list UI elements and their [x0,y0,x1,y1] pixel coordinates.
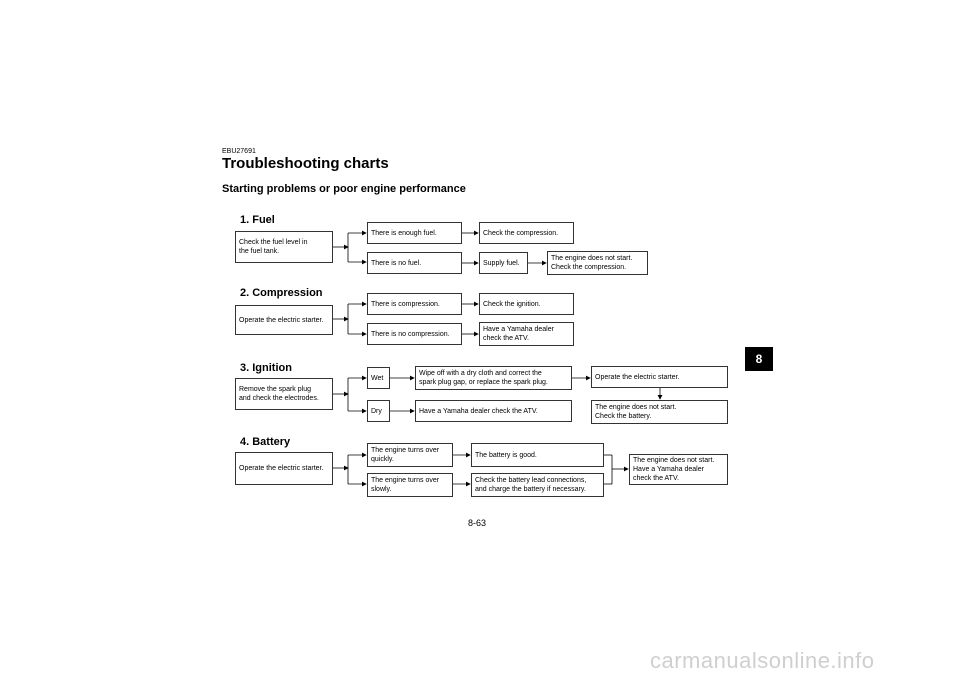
check-battery-leads-box: Check the battery lead connections, and … [471,473,604,497]
ignition-operate-starter-box: Operate the electric starter. [591,366,728,388]
page-subtitle: Starting problems or poor engine perform… [222,183,466,195]
wipe-plug-box: Wipe off with a dry cloth and correct th… [415,366,572,390]
compression-yes-box: There is compression. [367,293,462,315]
fuel-enough-box: There is enough fuel. [367,222,462,244]
turns-quickly-box: The engine turns over quickly. [367,443,453,467]
plug-dry-box: Dry [367,400,390,422]
fuel-none-box: There is no fuel. [367,252,462,274]
turns-slowly-box: The engine turns over slowly. [367,473,453,497]
section-heading-fuel: 1. Fuel [240,214,275,226]
ignition-start-box: Remove the spark plug and check the elec… [235,378,333,410]
section-heading-ignition: 3. Ignition [240,362,292,374]
battery-dealer-box: The engine does not start. Have a Yamaha… [629,454,728,485]
battery-good-box: The battery is good. [471,443,604,467]
section-heading-compression: 2. Compression [240,287,323,299]
compression-start-box: Operate the electric starter. [235,305,333,335]
battery-start-box: Operate the electric starter. [235,452,333,485]
compression-dealer-box: Have a Yamaha dealer check the ATV. [479,322,574,346]
ignition-check-battery-box: The engine does not start. Check the bat… [591,400,728,424]
fuel-no-start-box: The engine does not start. Check the com… [547,251,648,275]
plug-wet-box: Wet [367,367,390,389]
document-code: EBU27691 [222,148,256,155]
fuel-check-compression-box: Check the compression. [479,222,574,244]
compression-no-box: There is no compression. [367,323,462,345]
chapter-tab: 8 [745,347,773,371]
page-number: 8-63 [468,518,487,528]
ignition-dealer-box: Have a Yamaha dealer check the ATV. [415,400,572,422]
watermark: carmanualsonline.info [650,648,875,673]
supply-fuel-box: Supply fuel. [479,252,528,274]
check-ignition-box: Check the ignition. [479,293,574,315]
fuel-start-box: Check the fuel level in the fuel tank. [235,231,333,263]
page-title: Troubleshooting charts [222,155,389,172]
section-heading-battery: 4. Battery [240,436,291,448]
